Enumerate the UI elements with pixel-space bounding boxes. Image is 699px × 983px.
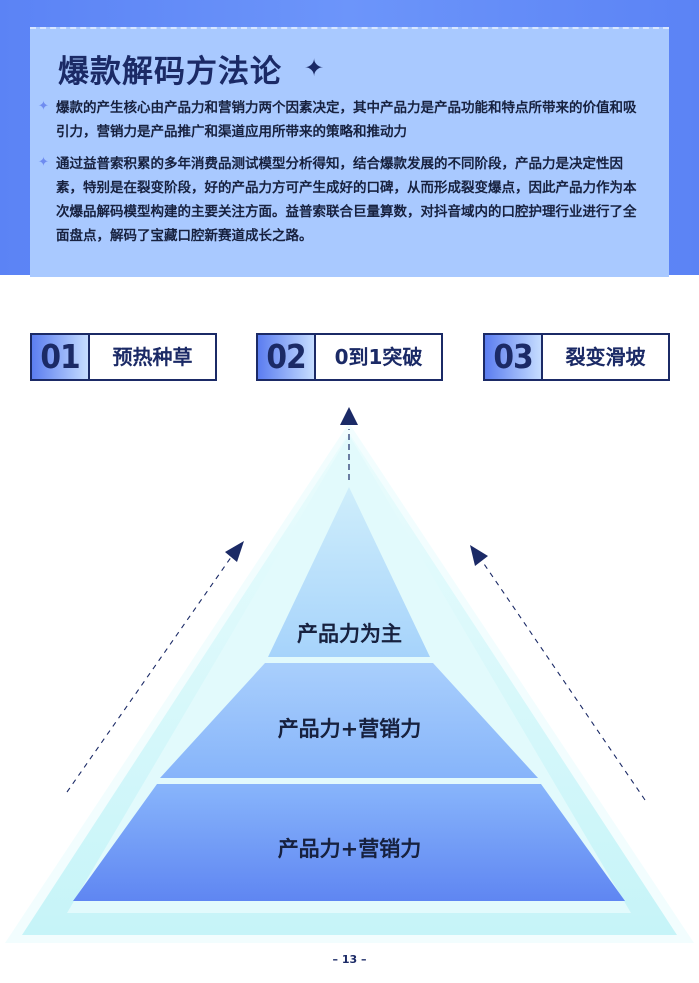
step-1-number: 01: [32, 335, 90, 379]
pyramid-layer-top-label: 产品力为主: [297, 622, 402, 646]
arrow-right-line: [479, 557, 646, 801]
step-3-number: 03: [485, 335, 543, 379]
arrow-left-head-icon: [225, 541, 244, 562]
page-title: 爆款解码方法论: [58, 54, 282, 90]
step-2-label: 0到1突破: [334, 345, 423, 369]
intro-paragraph-1: 爆款的产生核心由产品力和营销力两个因素决定，其中产品力是产品功能和特点所带来的价…: [56, 100, 637, 140]
arrow-up-icon: [340, 407, 358, 425]
pyramid-layer-middle: [160, 663, 538, 778]
step-3-box: 03 裂变滑坡: [483, 333, 670, 381]
star-icon: ✦: [304, 54, 325, 82]
pyramid-diagram: [5, 407, 694, 943]
bullet-star-icon: ✦: [38, 155, 49, 170]
arrow-right-head-icon: [470, 545, 488, 566]
pyramid-layer-top: [268, 487, 430, 657]
bullet-star-icon: ✦: [38, 99, 49, 114]
header-card: [30, 27, 669, 277]
intro-paragraph-2: 通过益普索积累的多年消费品测试模型分析得知，结合爆款发展的不同阶段，产品力是决定…: [56, 156, 637, 244]
pyramid-layer-bottom: [73, 784, 625, 901]
step-2-number: 02: [258, 335, 316, 379]
step-1-label: 预热种草: [112, 345, 193, 369]
step-2-box: 02 0到1突破: [256, 333, 443, 381]
pyramid-layer-bottom-label: 产品力+营销力: [277, 837, 422, 861]
pyramid-layer-middle-label: 产品力+营销力: [277, 717, 422, 741]
step-1-box: 01 预热种草: [30, 333, 217, 381]
page-number: – 13 –: [332, 953, 367, 966]
step-3-label: 裂变滑坡: [565, 345, 646, 369]
arrow-left-line: [66, 552, 235, 793]
